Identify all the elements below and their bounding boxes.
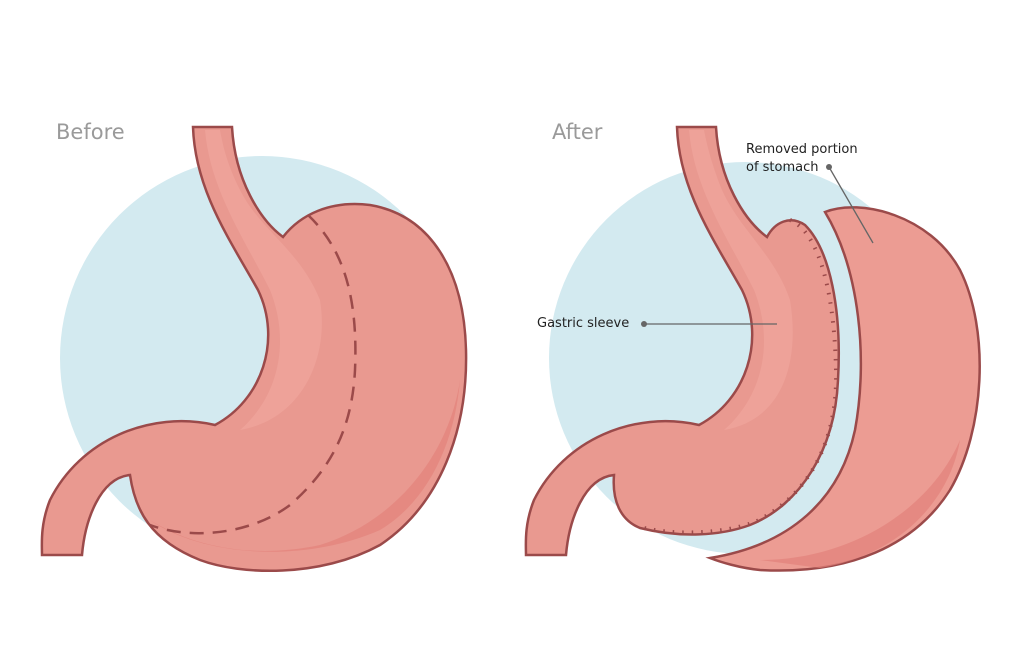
before-title: Before: [56, 120, 125, 144]
staple-line: [639, 218, 839, 535]
removed-portion-label-line2: of stomach: [746, 160, 819, 175]
removed-portion-label-line1: Removed portion: [746, 142, 858, 157]
sleeve-callout-dot: [641, 321, 647, 327]
before-stomach-highlight: [205, 130, 322, 430]
sleeve-highlight: [689, 130, 793, 430]
removed-stomach-portion: [705, 206, 981, 572]
gastric-sleeve-stomach: [524, 125, 840, 557]
removed-callout-dot: [826, 164, 832, 170]
removed-callout-line: [828, 166, 874, 244]
before-illustration: [40, 125, 468, 573]
before-stomach: [40, 125, 468, 573]
removed-portion-label: Removed portion of stomach: [746, 141, 858, 177]
resection-dashed-line: [149, 214, 357, 535]
gastric-sleeve-label: Gastric sleeve: [537, 316, 630, 331]
after-title: After: [552, 120, 603, 144]
removed-portion-shading: [760, 440, 960, 568]
after-illustration: [524, 125, 981, 572]
